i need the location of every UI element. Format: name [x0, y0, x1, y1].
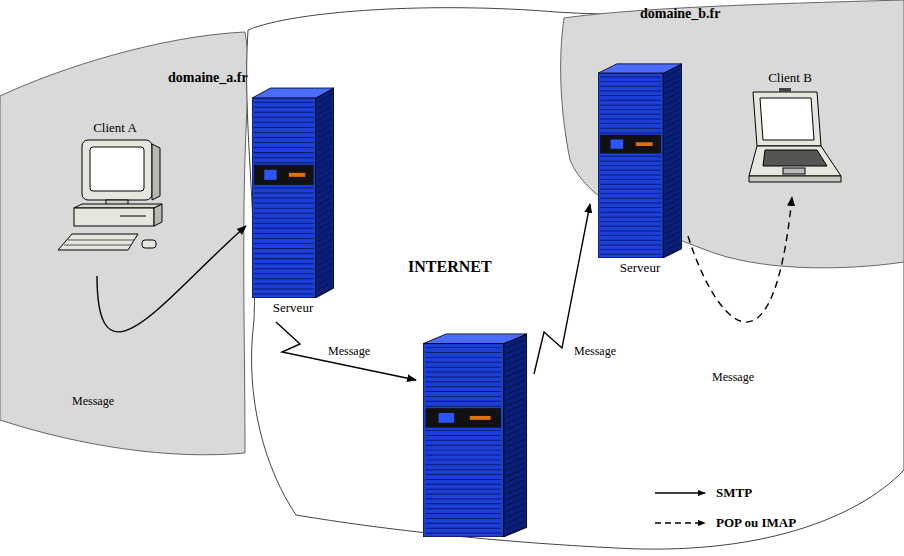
legend-text: POP ou IMAP — [716, 515, 796, 531]
smtp-sample — [655, 492, 705, 493]
network-region: domaine_b.frServeur Client B — [556, 0, 904, 285]
server-node — [420, 332, 530, 537]
device-illustration — [598, 62, 682, 258]
edge-label: Message — [328, 344, 370, 359]
region-name: domaine_a.fr — [168, 70, 248, 86]
edge-label: Message — [72, 394, 114, 409]
legend-text: SMTP — [716, 485, 752, 501]
server-icon — [598, 62, 682, 258]
region-name: INTERNET — [408, 258, 492, 276]
laptop-icon — [735, 88, 845, 193]
server-icon — [423, 332, 527, 537]
device-name: Client A — [91, 118, 139, 138]
device-illustration — [252, 86, 334, 298]
device-name: Client B — [766, 68, 814, 88]
device-illustration — [423, 332, 527, 537]
server-node: Serveur — [248, 86, 338, 318]
desktop-computer-icon — [50, 138, 180, 268]
client-node: Client B — [730, 68, 850, 193]
edge-label: Message — [712, 370, 754, 385]
edge-label: Message — [574, 344, 616, 359]
device-name: Serveur — [271, 298, 315, 318]
server-node: Serveur — [594, 62, 686, 278]
device-illustration — [735, 88, 845, 193]
region-name: domaine_b.fr — [640, 6, 721, 22]
server-icon — [252, 86, 334, 298]
device-illustration — [50, 138, 180, 268]
client-node: Client A — [45, 118, 185, 268]
device-name: Serveur — [618, 258, 662, 278]
